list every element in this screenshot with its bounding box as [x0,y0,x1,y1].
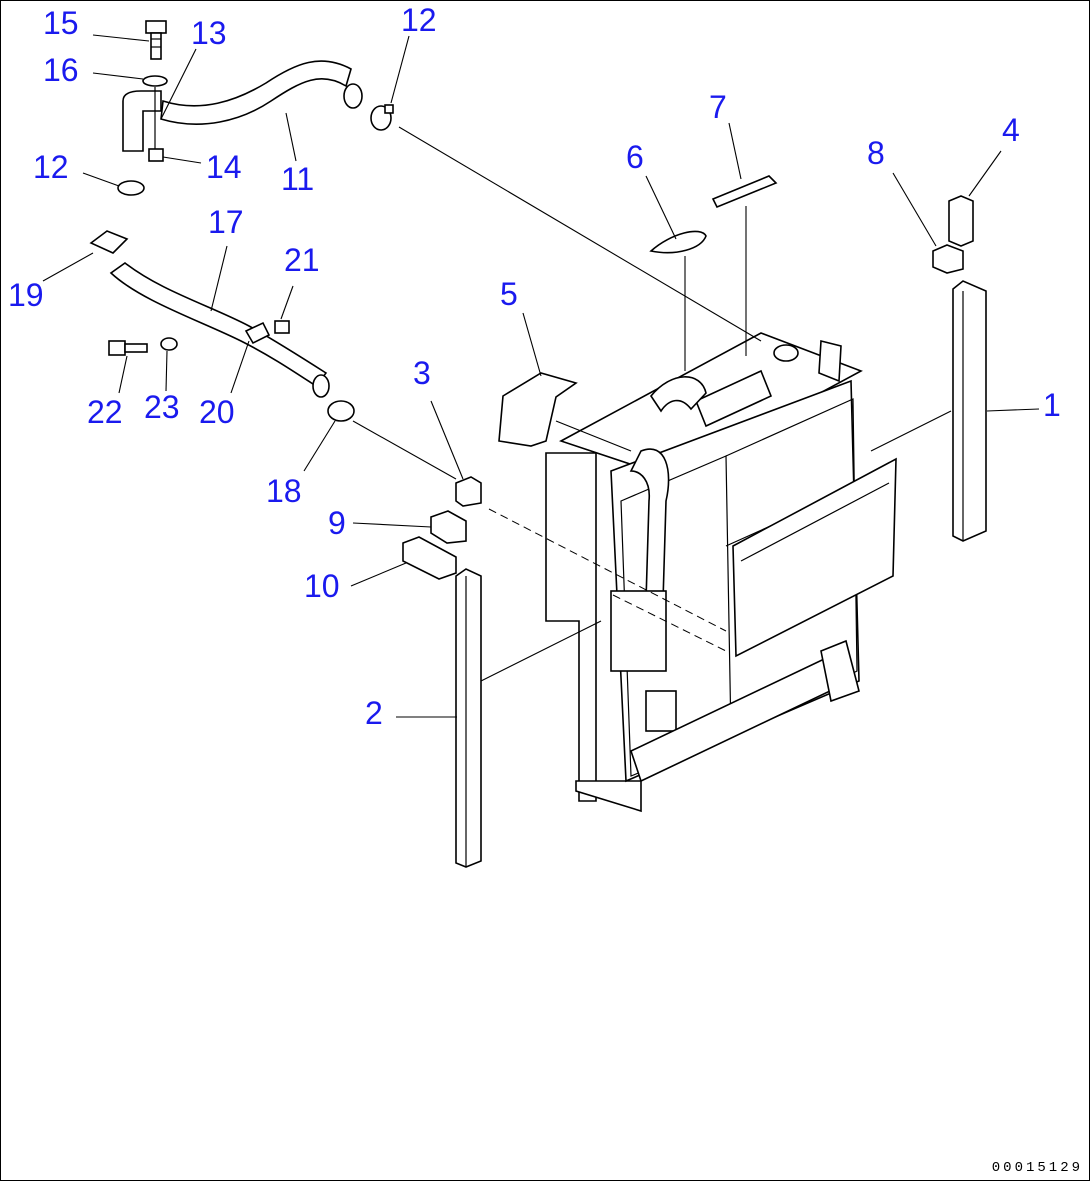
lower-hose-group [89,230,355,422]
callout-22: 22 [87,394,123,430]
callout-14: 14 [206,149,242,185]
callout-11: 11 [281,161,315,197]
callout-7: 7 [709,89,727,125]
callout-16: 16 [43,52,79,88]
callout-6: 6 [626,139,644,175]
leader-lines [42,34,1040,718]
callout-10: 10 [304,568,340,604]
drawing-number: 00015129 [991,1160,1083,1176]
callout-23: 23 [144,389,180,425]
callout-9: 9 [328,505,346,541]
callout-20: 20 [199,394,235,430]
callout-13: 13 [191,15,227,51]
callout-19: 19 [8,277,44,313]
callout-15: 15 [43,5,79,41]
upper-hose-group [117,20,394,196]
callout-17: 17 [208,204,244,240]
callout-12-upper: 12 [401,2,437,38]
callout-1: 1 [1043,387,1061,423]
callout-18: 18 [266,473,302,509]
callout-5: 5 [500,276,518,312]
callout-3: 3 [413,355,431,391]
radiator-assembly [545,332,897,813]
callout-4: 4 [1002,112,1020,148]
callout-8: 8 [867,135,885,171]
seal-parts [402,175,987,868]
assembly-reference-lines [352,126,952,682]
callout-12-left: 12 [33,149,69,185]
callout-21: 21 [284,242,320,278]
callout-2: 2 [365,695,383,731]
